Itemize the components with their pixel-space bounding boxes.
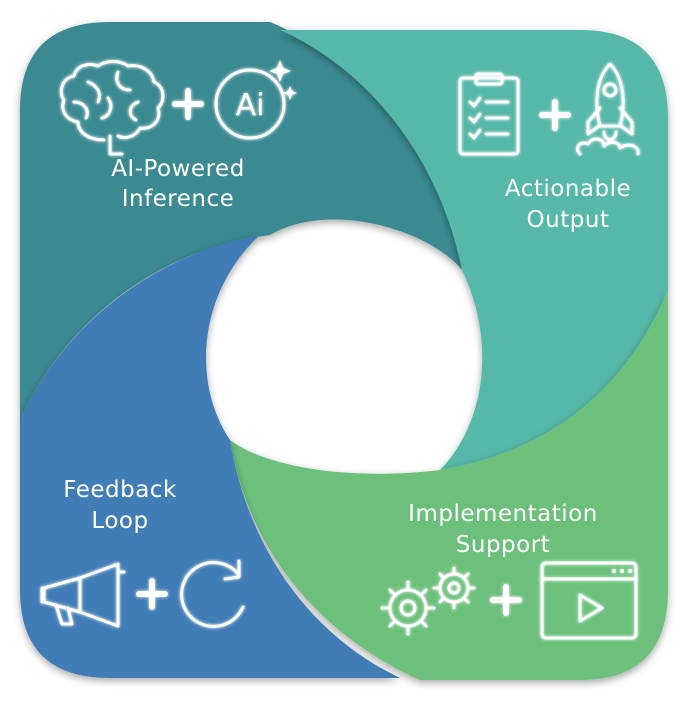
label-ai-powered-line1: AI-Powered bbox=[111, 156, 245, 182]
rocket-icon bbox=[576, 62, 640, 156]
label-feedback-line2: Loop bbox=[91, 508, 148, 534]
label-actionable-line1: Actionable bbox=[505, 176, 631, 202]
quadrant-ai-powered-inference bbox=[20, 22, 462, 420]
quadrant-implementation-support bbox=[230, 290, 668, 680]
video-player-icon bbox=[540, 561, 638, 640]
plus-icon bbox=[490, 584, 522, 616]
quadrant-actionable-output bbox=[280, 30, 668, 470]
checklist-icon bbox=[458, 72, 520, 156]
label-ai-powered-line2: Inference bbox=[122, 186, 235, 212]
refresh-cycle-icon bbox=[180, 559, 245, 628]
plus-icon bbox=[136, 578, 168, 610]
ai-sparkle-icon: Ai bbox=[214, 60, 297, 140]
brain-icon bbox=[59, 60, 165, 156]
label-implementation-line2: Support bbox=[456, 532, 550, 558]
quadrant-feedback-loop bbox=[20, 235, 400, 678]
gears-icon bbox=[380, 566, 476, 636]
plus-icon bbox=[539, 99, 571, 131]
ai-badge-text: Ai bbox=[236, 88, 265, 123]
label-feedback-line1: Feedback bbox=[63, 477, 177, 503]
label-implementation-line1: Implementation bbox=[408, 501, 598, 527]
plus-icon bbox=[172, 88, 204, 120]
megaphone-icon bbox=[40, 562, 126, 628]
label-actionable-line2: Output bbox=[527, 207, 610, 233]
